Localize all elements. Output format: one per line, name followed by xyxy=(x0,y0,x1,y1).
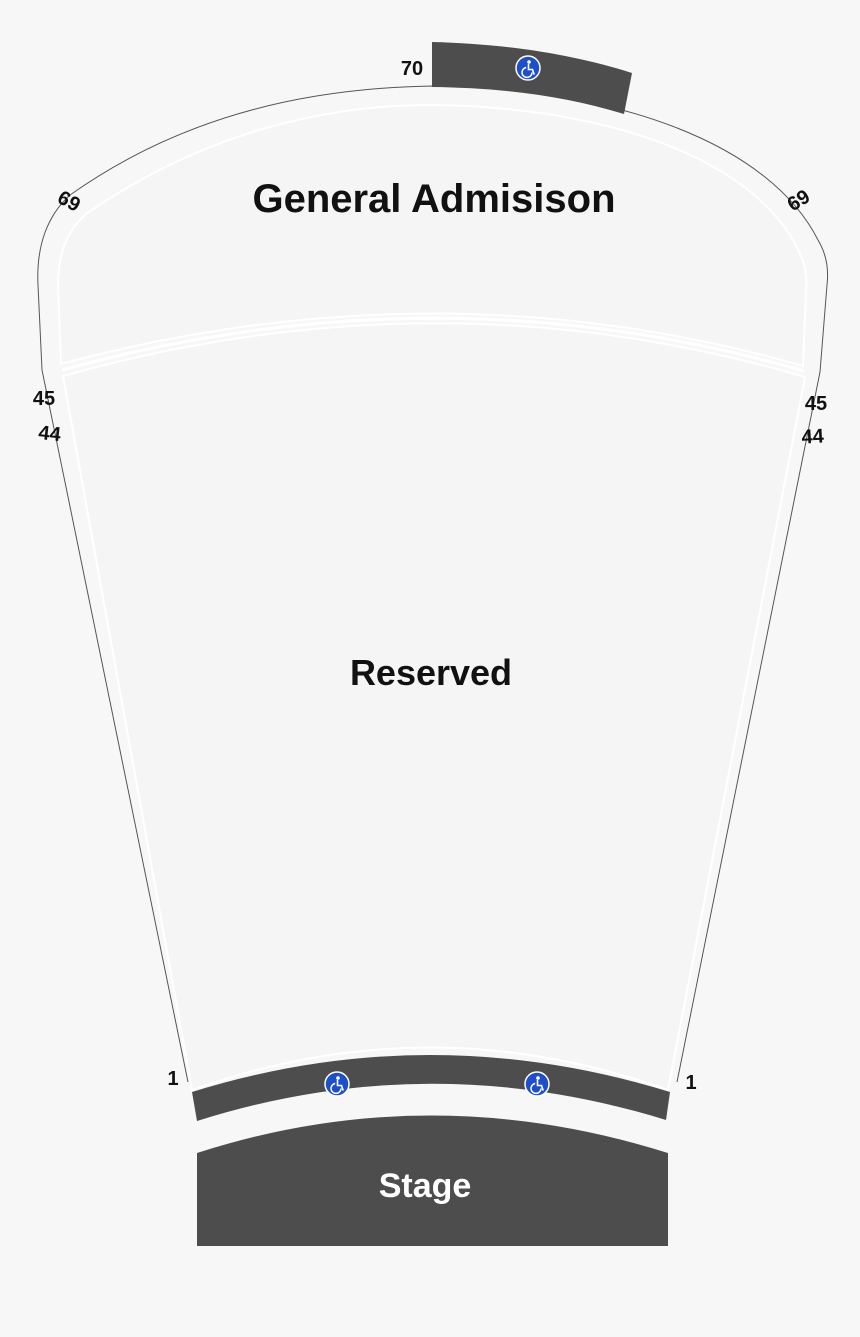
row-label-45-right: 45 xyxy=(805,393,827,415)
stage[interactable] xyxy=(197,1115,668,1247)
section-divider xyxy=(61,316,805,373)
stage-label: Stage xyxy=(379,1167,472,1205)
row-label-70: 70 xyxy=(401,58,423,80)
wheelchair-icon xyxy=(515,55,541,81)
wheelchair-icon xyxy=(324,1071,350,1097)
row-label-69-right: 69 xyxy=(784,186,815,216)
reserved-section[interactable] xyxy=(61,322,807,1092)
row-label-1-right: 1 xyxy=(685,1072,696,1094)
venue-outline xyxy=(37,85,829,1083)
general-admission-section[interactable] xyxy=(56,103,808,368)
front-accessible-platform[interactable] xyxy=(192,1055,670,1121)
row-label-69-left: 69 xyxy=(54,187,84,217)
reserved-label: Reserved xyxy=(350,652,512,693)
row-label-44-right: 44 xyxy=(801,425,825,448)
row-label-1-left: 1 xyxy=(167,1068,178,1090)
row-label-44-left: 44 xyxy=(37,422,62,446)
wheelchair-icon xyxy=(524,1071,550,1097)
row-label-45-left: 45 xyxy=(33,388,55,410)
general-admission-label: General Admisison xyxy=(252,177,615,221)
